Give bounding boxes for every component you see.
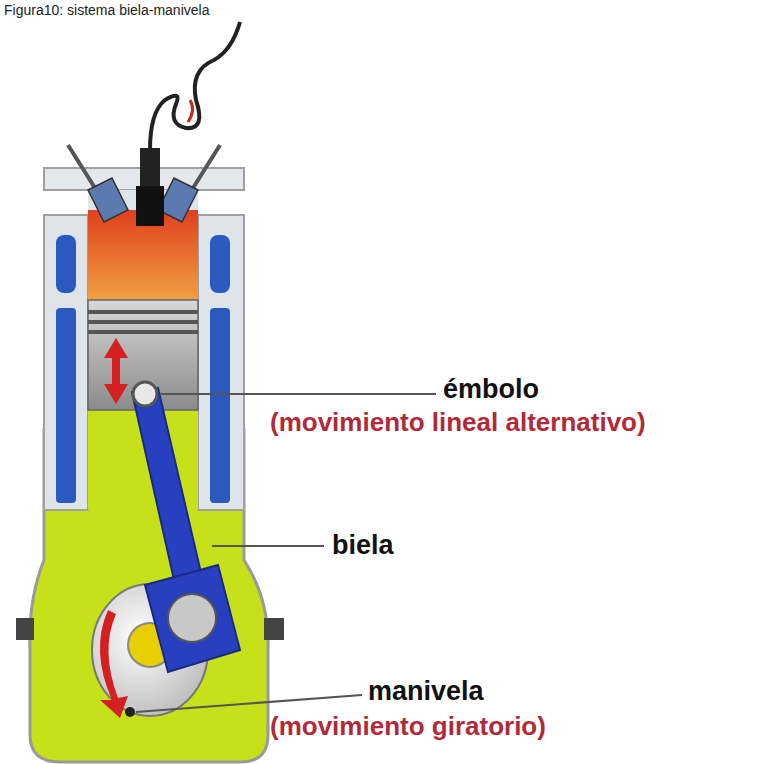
part-name: émbolo (443, 374, 539, 405)
figure-title: Figura10: sistema biela-manivela (4, 2, 209, 18)
bolt (264, 618, 284, 640)
motion-note: (movimiento lineal alternativo) (270, 408, 646, 438)
part-name: manivela (368, 676, 484, 707)
leader-line (212, 545, 324, 547)
bolt (16, 618, 34, 640)
part-name: biela (332, 530, 394, 561)
leader-line (136, 695, 362, 712)
motion-note: (movimiento giratorio) (270, 712, 546, 742)
leader-line (160, 393, 436, 395)
